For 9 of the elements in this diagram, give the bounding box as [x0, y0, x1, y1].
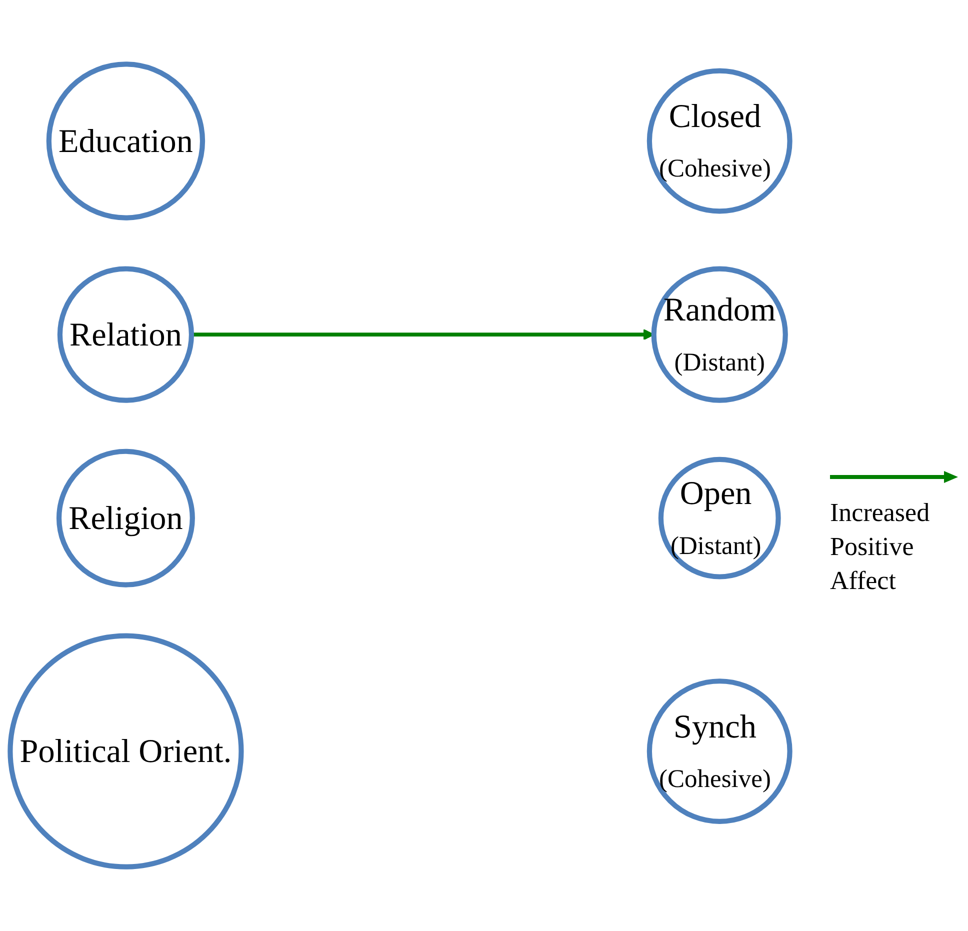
- node-circle: Political Orient.: [8, 633, 244, 870]
- node-circle: Synch (Cohesive): [646, 678, 792, 824]
- node-circle: Open (Distant): [658, 456, 781, 580]
- node-circle: Closed (Cohesive): [646, 68, 792, 214]
- node-circle: Relation: [57, 266, 194, 403]
- legend-text: Increased Positive Affect: [830, 497, 931, 597]
- node-circle: Education: [46, 62, 206, 220]
- node-circle: Religion: [56, 448, 195, 588]
- node-circle: Random (Distant): [651, 266, 788, 403]
